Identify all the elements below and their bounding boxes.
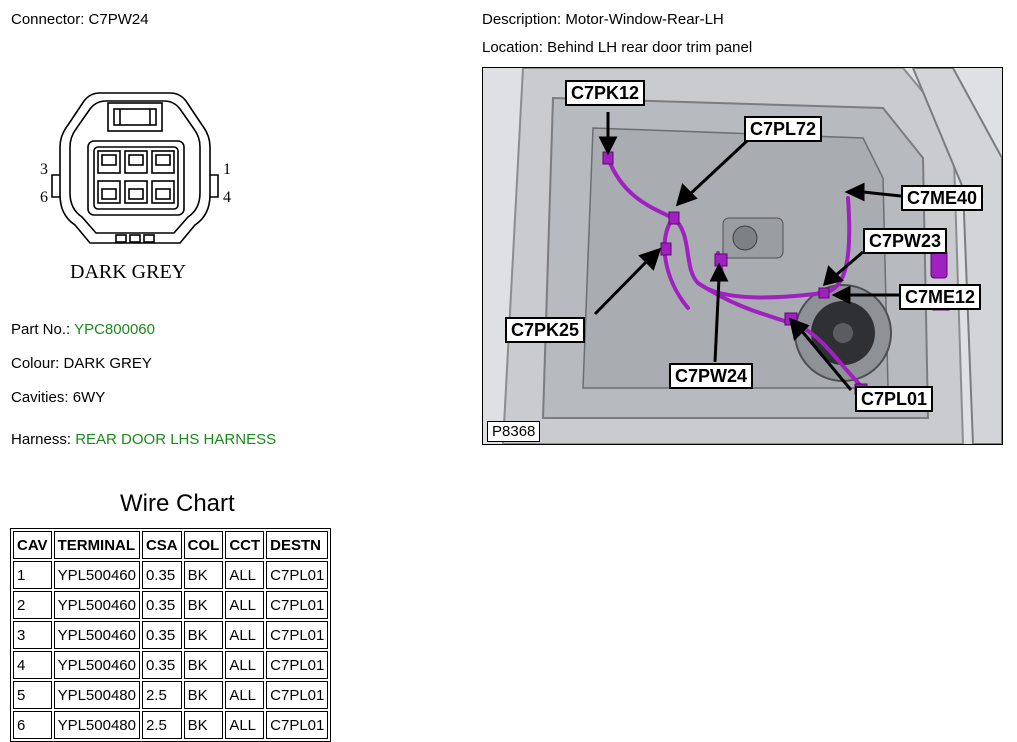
cell-cct: ALL (225, 621, 265, 649)
cell-cct: ALL (225, 711, 265, 739)
door-illustration (483, 68, 1002, 444)
cavities-line: Cavities: 6WY (11, 389, 105, 406)
header-csa: CSA (141, 531, 182, 559)
table-row: 3 YPL500460 0.35 BK ALL C7PL01 (13, 621, 329, 649)
description-value: Motor-Window-Rear-LH (565, 11, 724, 28)
cell-col: BK (183, 711, 224, 739)
cell-col: BK (183, 591, 224, 619)
cell-cct: ALL (225, 591, 265, 619)
cell-col: BK (183, 561, 224, 589)
cell-cct: ALL (225, 651, 265, 679)
location-value: Behind LH rear door trim panel (547, 39, 753, 56)
cell-destn: C7PL01 (266, 561, 329, 589)
callout-c7me12: C7ME12 (899, 284, 982, 310)
wire-chart-table: CAV TERMINAL CSA COL CCT DESTN 1 YPL5004… (10, 528, 332, 742)
cell-terminal: YPL500480 (53, 711, 140, 739)
pin-label-6: 6 (40, 189, 48, 206)
location-line: Location: Behind LH rear door trim panel (482, 39, 752, 56)
cell-col: BK (183, 651, 224, 679)
header-cav: CAV (13, 531, 52, 559)
header-terminal: TERMINAL (53, 531, 140, 559)
description-line: Description: Motor-Window-Rear-LH (482, 11, 724, 28)
connector-location-image: C7PK12 C7PL72 C7ME40 C7PW23 C7ME12 C7PK2… (482, 67, 1003, 445)
table-row: 4 YPL500460 0.35 BK ALL C7PL01 (13, 651, 329, 679)
harness-line: Harness: REAR DOOR LHS HARNESS (11, 431, 276, 448)
callout-c7me40: C7ME40 (901, 185, 984, 211)
callout-c7pl01: C7PL01 (855, 386, 934, 412)
part-no-label: Part No.: (11, 321, 71, 338)
callout-c7pk12: C7PK12 (565, 80, 646, 106)
connector-colour-caption: DARK GREY (70, 261, 186, 283)
cell-terminal: YPL500460 (53, 621, 140, 649)
pin-label-3: 3 (40, 161, 48, 178)
header-cct: CCT (225, 531, 265, 559)
pin-label-4: 4 (223, 189, 231, 206)
cell-csa: 0.35 (141, 651, 182, 679)
cell-csa: 2.5 (141, 681, 182, 709)
cell-destn: C7PL01 (266, 711, 329, 739)
cell-cct: ALL (225, 561, 265, 589)
cell-csa: 2.5 (141, 711, 182, 739)
cell-cav: 3 (13, 621, 52, 649)
table-row: 5 YPL500480 2.5 BK ALL C7PL01 (13, 681, 329, 709)
harness-label: Harness: (11, 431, 72, 448)
callout-c7pk25: C7PK25 (505, 317, 586, 343)
cell-cav: 2 (13, 591, 52, 619)
table-row: 6 YPL500480 2.5 BK ALL C7PL01 (13, 711, 329, 739)
cell-terminal: YPL500460 (53, 651, 140, 679)
colour-label: Colour: (11, 355, 60, 372)
harness-value[interactable]: REAR DOOR LHS HARNESS (75, 431, 277, 448)
cavities-value: 6WY (72, 389, 106, 406)
callout-c7pw24: C7PW24 (669, 363, 754, 389)
cell-cav: 4 (13, 651, 52, 679)
cell-csa: 0.35 (141, 591, 182, 619)
cell-csa: 0.35 (141, 621, 182, 649)
table-row: 1 YPL500460 0.35 BK ALL C7PL01 (13, 561, 329, 589)
location-label: Location: (482, 39, 543, 56)
cell-destn: C7PL01 (266, 651, 329, 679)
cell-terminal: YPL500480 (53, 681, 140, 709)
connector-value: C7PW24 (88, 11, 149, 28)
cavities-label: Cavities: (11, 389, 69, 406)
callout-c7pw23: C7PW23 (863, 228, 948, 254)
wire-chart-header-row: CAV TERMINAL CSA COL CCT DESTN (13, 531, 329, 559)
cell-destn: C7PL01 (266, 591, 329, 619)
header-destn: DESTN (266, 531, 329, 559)
connector-line: Connector: C7PW24 (11, 11, 149, 28)
connector-face-drawing: 3 1 6 4 DARK GREY (40, 92, 231, 283)
cell-col: BK (183, 681, 224, 709)
pin-label-1: 1 (223, 161, 231, 178)
header-col: COL (183, 531, 224, 559)
cell-cav: 1 (13, 561, 52, 589)
part-no-line: Part No.: YPC800060 (11, 321, 155, 338)
cell-cct: ALL (225, 681, 265, 709)
colour-line: Colour: DARK GREY (11, 355, 152, 372)
colour-value: DARK GREY (63, 355, 152, 372)
cell-destn: C7PL01 (266, 621, 329, 649)
description-label: Description: (482, 11, 562, 28)
connector-label: Connector: (11, 11, 85, 28)
cell-col: BK (183, 621, 224, 649)
table-row: 2 YPL500460 0.35 BK ALL C7PL01 (13, 591, 329, 619)
part-no-value[interactable]: YPC800060 (74, 321, 155, 338)
cell-destn: C7PL01 (266, 681, 329, 709)
wire-chart-title: Wire Chart (120, 490, 235, 517)
cell-cav: 5 (13, 681, 52, 709)
cell-terminal: YPL500460 (53, 591, 140, 619)
cell-terminal: YPL500460 (53, 561, 140, 589)
cell-cav: 6 (13, 711, 52, 739)
cell-csa: 0.35 (141, 561, 182, 589)
picture-code: P8368 (487, 421, 541, 442)
callout-c7pl72: C7PL72 (744, 116, 823, 142)
